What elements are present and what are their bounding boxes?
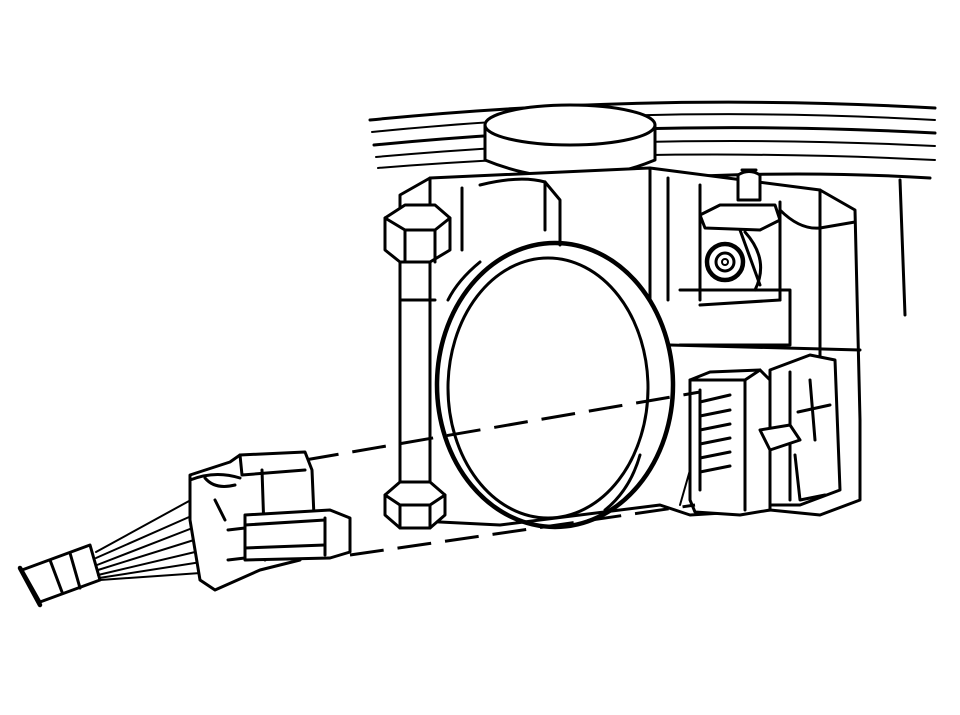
round-cap [483, 103, 657, 179]
alignment-lines [304, 390, 701, 557]
mounting-bolt [383, 203, 452, 530]
harness-connector [188, 450, 352, 592]
body-connector-socket [688, 353, 842, 517]
sensor [698, 168, 782, 292]
throttle-bore [434, 240, 676, 530]
wire-harness [17, 494, 216, 608]
